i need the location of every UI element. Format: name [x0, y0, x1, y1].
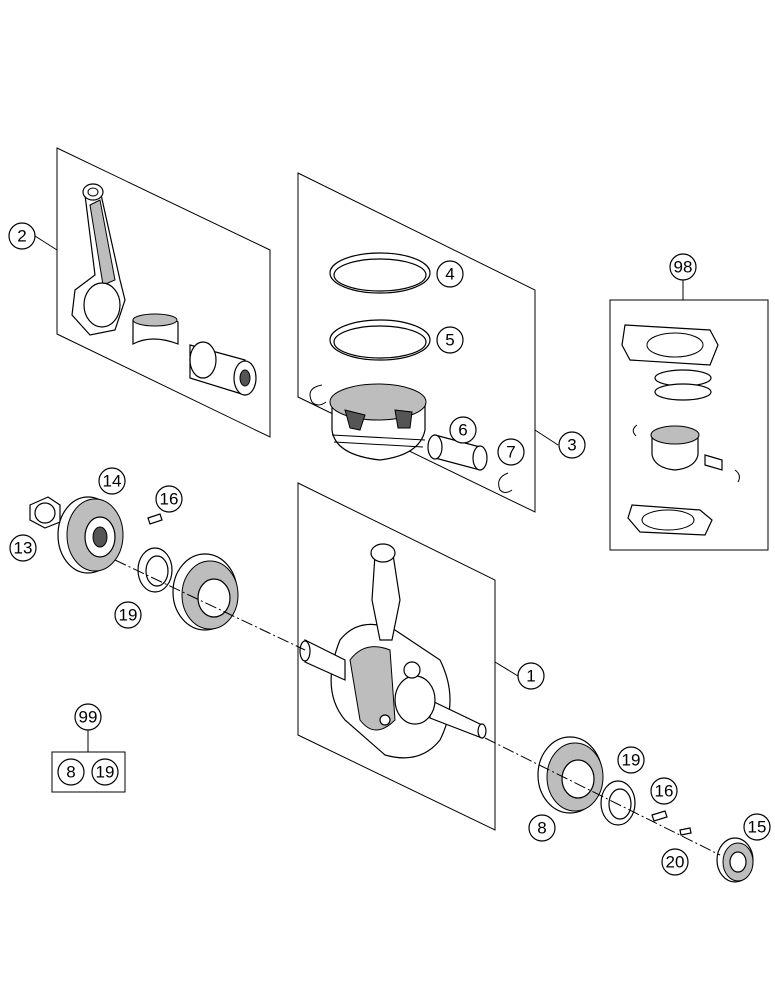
svg-text:14: 14 [103, 472, 122, 491]
callout-19-left: 19 [114, 601, 142, 629]
callout-16-right: 16 [650, 777, 678, 805]
svg-text:20: 20 [666, 853, 685, 872]
cylinder-base-gasket [627, 504, 713, 536]
svg-text:16: 16 [160, 490, 179, 509]
bearing-bush [132, 313, 179, 345]
key-16-left [147, 513, 163, 525]
bearing-8-right [537, 736, 604, 814]
callout-19-right: 19 [617, 746, 645, 774]
callout-99: 99 [74, 703, 102, 731]
piston-pin [427, 434, 488, 471]
callout-13: 13 [9, 534, 37, 562]
callout-4: 4 [436, 260, 464, 288]
svg-text:4: 4 [445, 265, 454, 284]
cylinder-head-gasket [621, 324, 719, 366]
crankshaft-panel [297, 482, 496, 831]
callout-5: 5 [436, 326, 464, 354]
oil-seal-19-right [600, 780, 636, 826]
svg-text:13: 13 [14, 539, 33, 558]
callout-8: 8 [528, 814, 556, 842]
svg-text:98: 98 [674, 258, 693, 277]
svg-text:6: 6 [458, 421, 467, 440]
svg-text:99: 99 [79, 708, 98, 727]
svg-text:19: 19 [622, 751, 641, 770]
callout-3: 3 [558, 431, 586, 459]
svg-text:19: 19 [96, 763, 115, 782]
svg-text:8: 8 [66, 763, 75, 782]
leader-lines [34, 235, 684, 752]
conrod-panel [56, 147, 271, 438]
svg-text:15: 15 [748, 818, 767, 837]
svg-text:5: 5 [445, 331, 454, 350]
connecting-rod [71, 183, 126, 336]
callout-2: 2 [8, 222, 36, 250]
conrod-pin [189, 341, 257, 396]
svg-text:7: 7 [506, 443, 515, 462]
kit-99-item-19: 19 [91, 758, 119, 786]
key-20 [679, 827, 692, 836]
callout-14: 14 [98, 467, 126, 495]
key-16-right [651, 810, 668, 822]
svg-text:2: 2 [17, 227, 26, 246]
callout-15: 15 [743, 813, 771, 841]
crank-axis-line [114, 559, 306, 651]
callout-6: 6 [449, 416, 477, 444]
callout-1: 1 [517, 662, 545, 690]
gear-15 [716, 837, 754, 883]
kit-piston [632, 424, 740, 483]
callout-16-left: 16 [155, 485, 183, 513]
gear-14 [57, 496, 124, 574]
nut-13 [29, 496, 61, 529]
kit-piston-rings [654, 369, 712, 401]
kit-99-box: 8 19 [51, 751, 126, 793]
svg-text:19: 19 [119, 606, 138, 625]
piston-circlip-right [498, 472, 513, 493]
bearing-8-left [172, 553, 239, 631]
svg-text:16: 16 [655, 782, 674, 801]
callout-98: 98 [669, 253, 697, 281]
callout-7: 7 [497, 438, 525, 466]
piston-ring-second [329, 319, 431, 361]
kit-99-item-8: 8 [57, 758, 85, 786]
crankshaft [299, 543, 487, 759]
oil-seal-19-left [137, 547, 173, 593]
crank-axis-line-right [484, 737, 721, 856]
piston-circlip-left [309, 384, 327, 406]
callout-20: 20 [661, 848, 689, 876]
piston-panel [297, 172, 536, 513]
svg-text:8: 8 [537, 819, 546, 838]
svg-text:1: 1 [526, 667, 535, 686]
piston-ring-top [329, 252, 431, 294]
svg-text:3: 3 [567, 436, 576, 455]
piston [329, 383, 427, 461]
piston-kit-panel [609, 299, 769, 551]
